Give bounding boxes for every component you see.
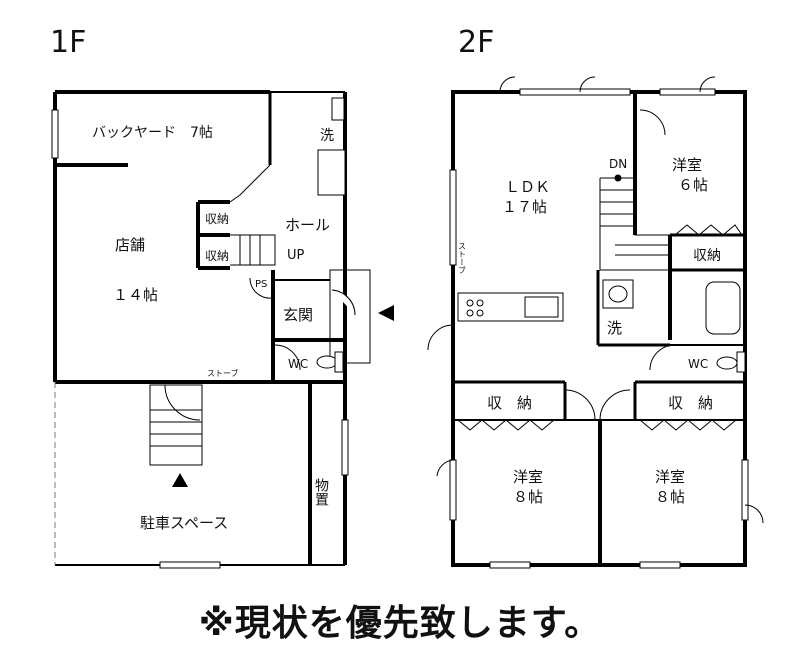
- disclaimer-note: ※現状を優先致します。: [198, 603, 602, 644]
- shop-size-label: １４帖: [113, 286, 158, 304]
- storage-b-label: 収納: [205, 249, 229, 263]
- second-floor-fixtures: [457, 279, 746, 373]
- closet-doors: [457, 224, 743, 431]
- entrance-label: 玄関: [283, 306, 313, 324]
- western-6-size-label: ６帖: [678, 176, 708, 194]
- first-floor-windows: [51, 109, 349, 569]
- up-label: UP: [287, 248, 305, 263]
- closet-right-label: 収 納: [668, 394, 713, 412]
- second-floor-title: 2F: [458, 25, 494, 60]
- second-floor: 2F: [427, 25, 764, 569]
- wash-1f-label: 洗: [320, 128, 334, 144]
- first-floor: 1F: [50, 25, 394, 569]
- hall-label: ホール: [285, 216, 330, 234]
- ldk-size-label: １７帖: [502, 198, 547, 216]
- first-floor-fixtures: [249, 97, 356, 373]
- first-floor-title: 1F: [50, 25, 86, 60]
- stove-2f-label: ストーブ: [458, 242, 467, 274]
- second-floor-doors: [427, 76, 764, 524]
- western-8b-size-label: ８帖: [655, 488, 685, 506]
- storage-a-label: 収納: [205, 212, 229, 226]
- storage-right-label: 収納: [693, 248, 721, 264]
- first-floor-stairs: [149, 164, 276, 466]
- shed-label: 物置: [313, 478, 329, 506]
- second-floor-stairs: [599, 177, 671, 271]
- wash-2f-label: 洗: [607, 319, 622, 337]
- dn-marker: [614, 174, 622, 182]
- wc-1f-label: WC: [288, 357, 308, 371]
- wc-2f-label: WC: [688, 357, 708, 371]
- dn-label: DN: [609, 157, 627, 171]
- western-6-label: 洋室: [672, 156, 702, 174]
- ps-label: PS: [255, 279, 267, 290]
- entrance-direction-marker: [378, 305, 394, 321]
- western-8b-label: 洋室: [655, 468, 685, 486]
- floor-plan: 1F: [50, 25, 764, 569]
- backyard-label: バックヤード 7帖: [92, 125, 213, 141]
- parking-label: 駐車スペース: [140, 514, 228, 532]
- shop-label: 店舗: [115, 236, 145, 254]
- stove-1f-label: ストーブ: [207, 368, 239, 378]
- second-floor-windows: [449, 88, 749, 569]
- closet-left-label: 収 納: [487, 394, 532, 412]
- ldk-label: ＬＤＫ: [505, 178, 550, 196]
- western-8a-label: 洋室: [513, 468, 543, 486]
- parking-direction-marker: [172, 473, 188, 487]
- western-8a-size-label: ８帖: [513, 488, 543, 506]
